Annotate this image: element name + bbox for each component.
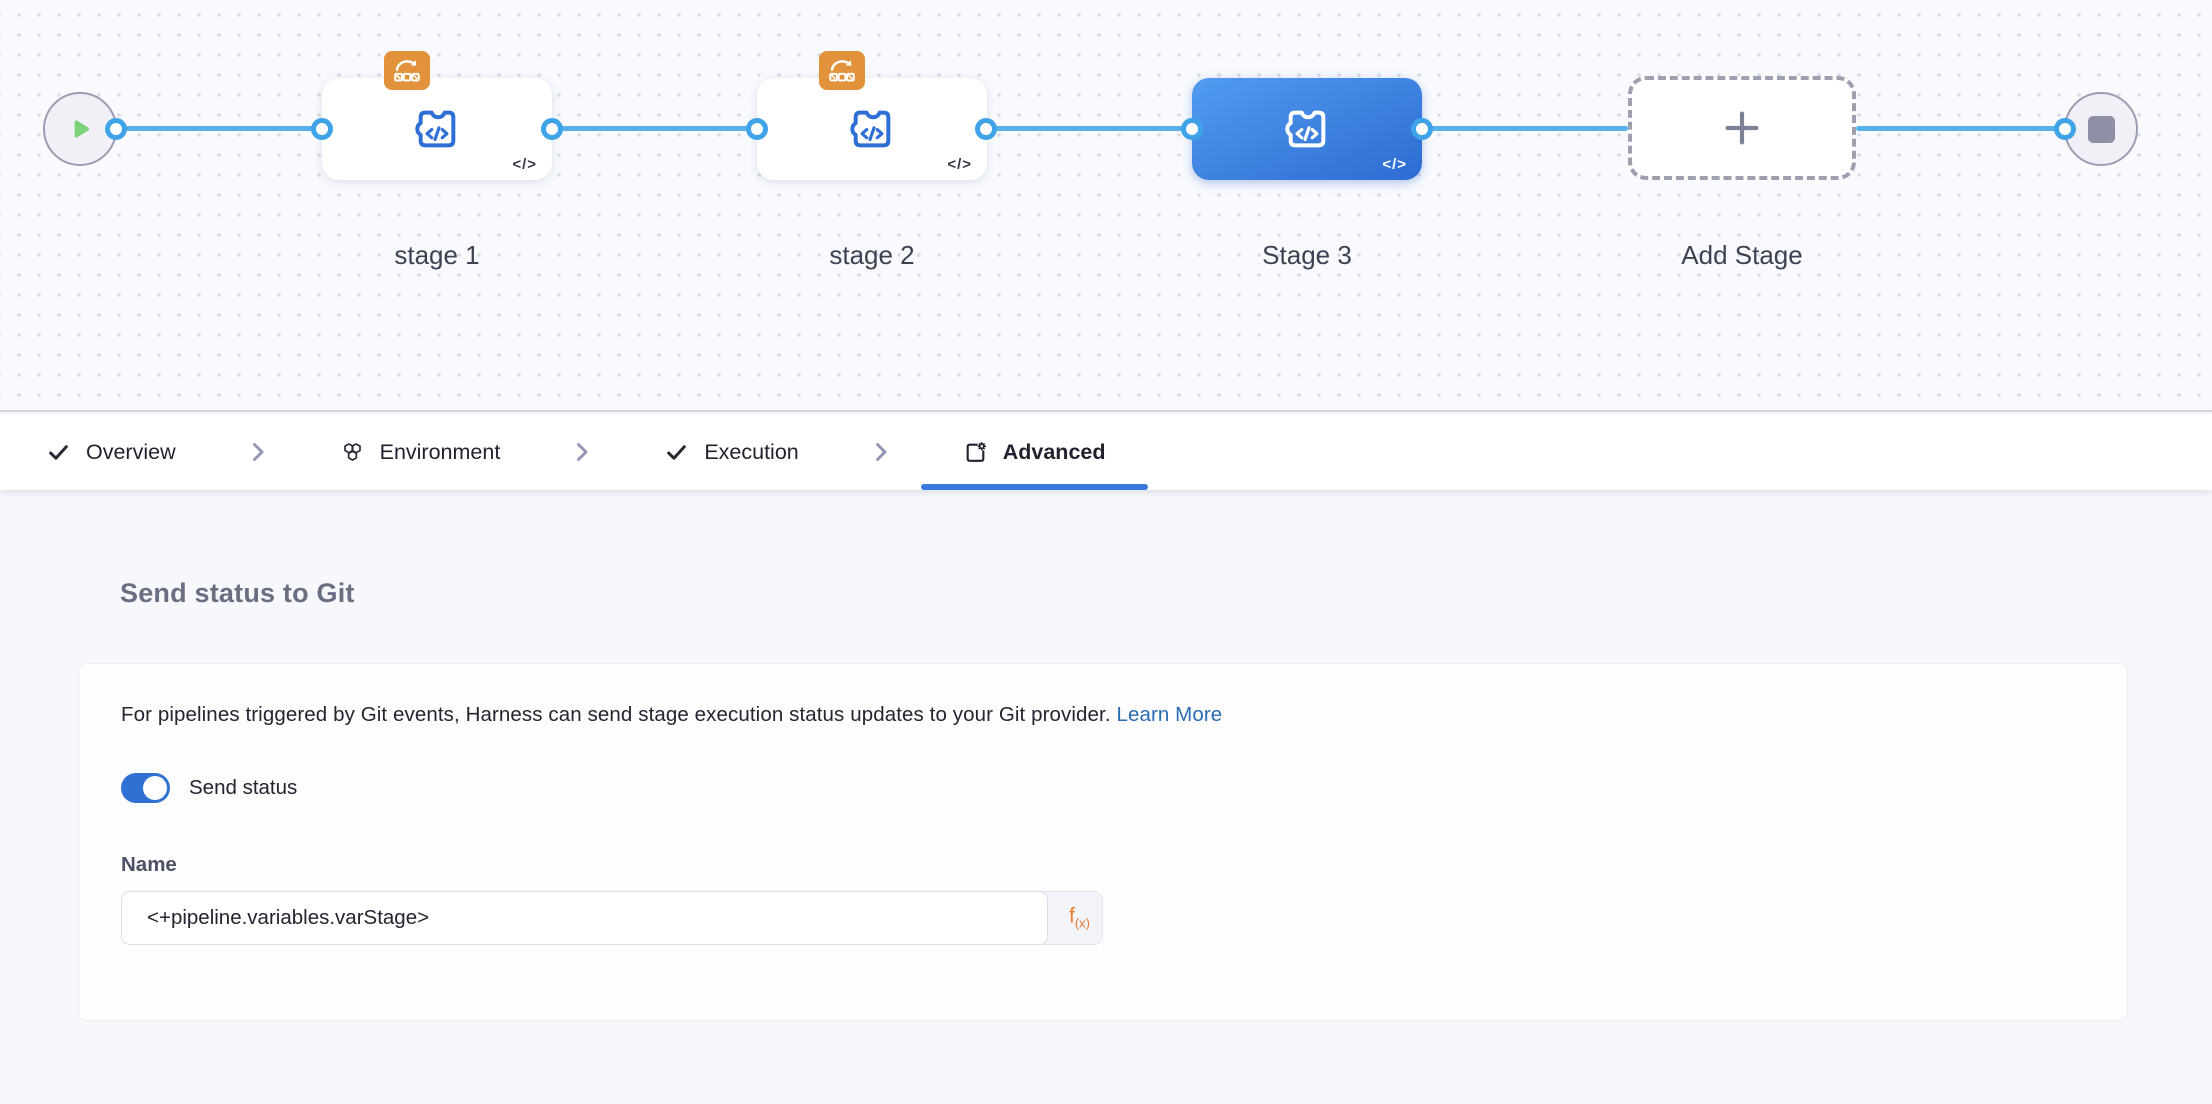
advanced-tab-content: Send status to Git For pipelines trigger…: [0, 490, 2212, 1104]
fx-icon[interactable]: f(x): [1069, 904, 1090, 930]
stage-label: stage 2: [722, 240, 1022, 271]
description-body: For pipelines triggered by Git events, H…: [121, 703, 1111, 726]
custom-stage-icon: [844, 101, 900, 157]
connector-port: [746, 118, 768, 140]
stage-config-tabbar: Overview Environment Execution: [0, 414, 2212, 490]
name-label: Name: [121, 853, 2127, 877]
custom-stage-icon: [1279, 101, 1335, 157]
add-stage-button[interactable]: [1628, 76, 1856, 180]
yaml-code-glyph: </>: [1382, 156, 1407, 173]
send-status-card: For pipelines triggered by Git events, H…: [78, 663, 2128, 1021]
custom-stage-icon: [409, 101, 465, 157]
send-status-row: Send status: [121, 773, 2127, 803]
pipeline-edge: [116, 126, 322, 131]
plus-icon: [1718, 104, 1766, 152]
tab-advanced[interactable]: Advanced: [963, 414, 1106, 490]
stage-node-3[interactable]: </>: [1192, 78, 1422, 180]
pipeline-edge: [1422, 126, 1628, 131]
tab-label: Overview: [86, 440, 176, 465]
tab-execution[interactable]: Execution: [664, 414, 798, 490]
name-input[interactable]: [121, 891, 1048, 945]
yaml-code-glyph: </>: [512, 156, 537, 173]
check-icon: [46, 440, 71, 465]
description-text: For pipelines triggered by Git events, H…: [121, 703, 2127, 727]
connector-port: [975, 118, 997, 140]
stop-icon: [2088, 116, 2115, 143]
tab-label: Execution: [704, 440, 798, 465]
active-tab-underline: [921, 484, 1148, 490]
toggle-label: Send status: [189, 776, 297, 800]
pipeline-edge: [1856, 126, 2065, 131]
chevron-right-icon: [570, 440, 594, 464]
connector-port: [311, 118, 333, 140]
stage-node-2[interactable]: </>: [757, 78, 987, 180]
pipeline-badge: [819, 51, 865, 90]
tab-environment[interactable]: Environment: [340, 414, 501, 490]
connector-port: [105, 118, 127, 140]
hexagons-icon: [340, 440, 365, 465]
square-gear-icon: [963, 440, 988, 465]
pipeline-edge: [986, 126, 1192, 131]
stage-label: stage 1: [287, 240, 587, 271]
send-status-toggle[interactable]: [121, 773, 170, 803]
pipeline-edge: [552, 126, 757, 131]
section-heading: Send status to Git: [120, 578, 2212, 609]
chevron-right-icon: [246, 440, 270, 464]
stage-node-1[interactable]: </>: [322, 78, 552, 180]
yaml-code-glyph: </>: [947, 156, 972, 173]
check-icon: [664, 440, 689, 465]
connector-port: [1181, 118, 1203, 140]
connector-port: [1411, 118, 1433, 140]
tab-label: Environment: [380, 440, 501, 465]
chevron-right-icon: [869, 440, 893, 464]
connector-port: [541, 118, 563, 140]
pipeline-badge-icon: [826, 57, 858, 84]
tab-overview[interactable]: Overview: [46, 414, 176, 490]
pipeline-canvas: </> </> </>: [0, 0, 2212, 412]
stage-label: Stage 3: [1157, 240, 1457, 271]
tab-label: Advanced: [1003, 440, 1106, 465]
play-icon: [65, 114, 95, 144]
toggle-knob: [143, 776, 167, 800]
name-field: f(x): [121, 891, 1103, 945]
learn-more-link[interactable]: Learn More: [1116, 703, 1222, 726]
pipeline-badge: [384, 51, 430, 90]
connector-port: [2054, 118, 2076, 140]
pipeline-badge-icon: [391, 57, 423, 84]
stage-label: Add Stage: [1592, 240, 1892, 271]
